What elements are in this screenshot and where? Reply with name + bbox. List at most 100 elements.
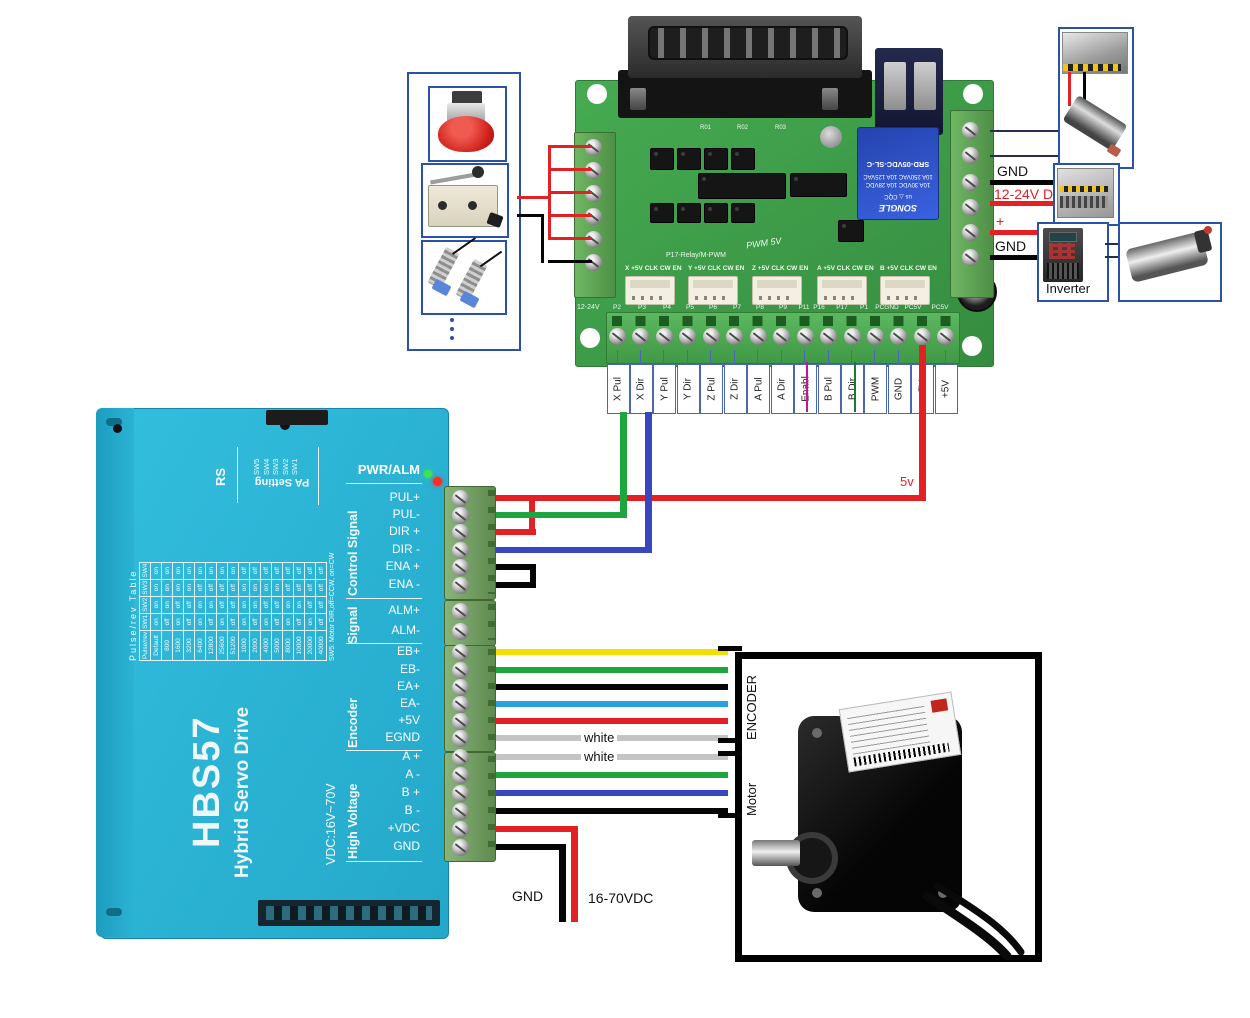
terminal-screw <box>866 328 884 345</box>
table-cell: off <box>183 613 195 631</box>
terminal-screw <box>585 231 602 248</box>
pin-label: B Dir <box>847 377 858 401</box>
pin-label: GND <box>893 377 905 401</box>
table-cell: on <box>238 613 250 631</box>
wire-xpul-horizontal <box>490 512 626 518</box>
drive-pin-label: GND <box>393 839 420 853</box>
pin-box-stub <box>639 350 641 364</box>
drive-terminal-screw <box>452 821 469 838</box>
table-cell: 25600 <box>216 630 228 661</box>
table-cell: off <box>227 579 239 597</box>
drive-top-connector <box>266 410 328 425</box>
marker-line-darkgreen <box>854 362 856 412</box>
drive-terminal-screw <box>452 713 469 730</box>
pin-label-box: X Dir <box>629 364 653 414</box>
axis-header-label: X +5V CLK CW EN <box>625 265 682 272</box>
wire-ea-plus <box>490 684 728 690</box>
drive-model: HBS57 <box>186 715 228 849</box>
drive-terminal-tabs <box>488 649 496 746</box>
sensor-wire-gnd <box>541 214 544 263</box>
pin-label: X Dir <box>635 377 647 401</box>
table-cell: on <box>282 613 294 631</box>
divider <box>237 447 238 503</box>
psu-terminals <box>1063 64 1121 71</box>
pin-box-stub <box>616 350 618 364</box>
optocoupler-chip <box>677 203 701 223</box>
table-cell: 1000 <box>238 630 250 661</box>
axis-jst-connector <box>880 276 930 305</box>
gnd-psu-label: GND <box>997 163 1029 179</box>
drive-terminal-screw <box>452 542 469 559</box>
divider <box>346 861 422 862</box>
transistor <box>838 220 864 242</box>
table-cell: on <box>282 596 294 614</box>
table-cell: on <box>194 613 206 631</box>
drive-terminal-screw <box>452 490 469 507</box>
sw-label: SW5 <box>252 458 261 475</box>
gnd-inverter-label: GND <box>995 238 1027 254</box>
table-cell: on <box>271 579 283 597</box>
plus-label: + <box>996 213 1005 229</box>
table-cell: on <box>150 562 162 580</box>
motor-bracket-tick <box>718 751 742 756</box>
limit-switch-roller <box>472 166 484 178</box>
terminal-screw <box>585 254 602 271</box>
table-title: Pulse/rev Table <box>128 569 138 661</box>
psu-motor-wire <box>1068 72 1071 106</box>
terminal-screw <box>913 328 931 345</box>
wire-gnd-vertical <box>559 844 566 922</box>
wire-ena-jumper <box>530 564 536 588</box>
gnd-drive-label: GND <box>512 888 544 904</box>
wire-a-minus <box>490 772 728 778</box>
servo-drive-body <box>100 408 449 939</box>
marker-line-magenta <box>806 362 808 412</box>
table-header-cell: Pulse/rev <box>139 630 151 661</box>
divider <box>318 447 319 505</box>
table-cell: off <box>216 579 228 597</box>
drive-terminal-screw <box>452 696 469 713</box>
drive-pin-label: B + <box>401 785 420 799</box>
port-label: P6 <box>709 304 717 311</box>
pin-label: Y Pul <box>659 377 671 401</box>
terminal-screw <box>962 249 979 266</box>
pin-box-stub <box>686 350 688 364</box>
drive-terminal-tabs <box>488 490 496 594</box>
pin-box-stub <box>733 350 735 364</box>
sensor-wire-stub <box>517 196 550 199</box>
ic-chip <box>698 173 786 199</box>
drive-terminal-screw <box>452 679 469 696</box>
wire-xdir-horizontal <box>490 547 652 553</box>
axis-header-label: A +5V CLK CW EN <box>817 265 874 272</box>
drive-terminal-tabs <box>488 604 496 640</box>
optocoupler-chip <box>677 148 701 170</box>
drive-flange-slot <box>106 418 122 426</box>
port-label: P5 <box>686 304 694 311</box>
table-cell: off <box>227 613 239 631</box>
drive-terminal-screw <box>452 623 469 640</box>
encoder-bracket-tick <box>718 646 742 651</box>
inverter-plus-wire <box>990 230 1038 235</box>
link-line <box>990 130 1058 132</box>
table-cell: off <box>271 613 283 631</box>
port-label: P1 <box>860 304 868 311</box>
axis-jst-connector <box>817 276 867 305</box>
silk-r01: R01 <box>700 125 712 131</box>
pin-box-stub <box>663 350 665 364</box>
table-cell: off <box>315 596 327 614</box>
terminal-screw <box>632 328 650 345</box>
table-cell: 20000 <box>304 630 316 661</box>
relay-marks: us △ CQC <box>884 193 912 199</box>
pin-label-box: Enabl <box>794 364 818 414</box>
table-cell: on <box>304 613 316 631</box>
table-cell: on <box>150 613 162 631</box>
wire-enc-5v <box>490 718 728 724</box>
terminal-screw <box>585 208 602 225</box>
table-cell: 1600 <box>172 630 184 661</box>
table-cell: off <box>271 562 283 580</box>
drive-terminal-screw <box>452 559 469 576</box>
psu-12-24-wire <box>990 201 1057 206</box>
pin-label-box: +5V <box>934 364 958 414</box>
pin-label-box: Z Pul <box>700 364 724 414</box>
terminal-screw <box>773 328 791 345</box>
